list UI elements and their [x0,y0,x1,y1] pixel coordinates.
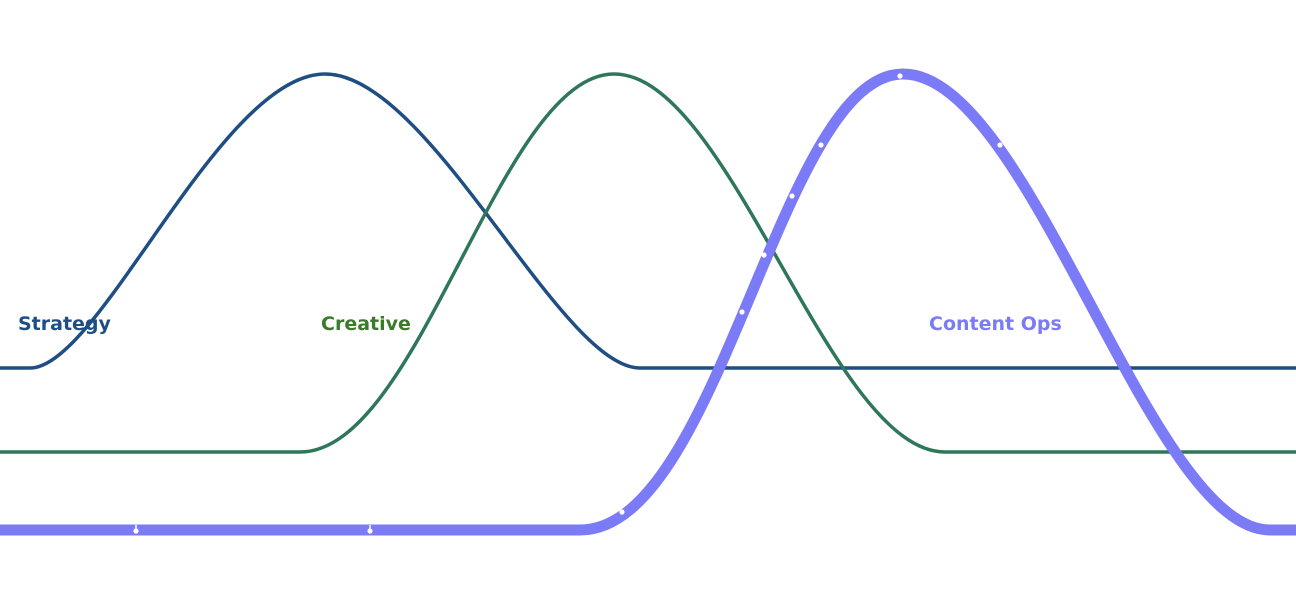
creative-curve [0,72,1296,454]
marker [619,509,625,515]
content-ops-markers [133,73,1066,534]
creative-label: Creative [321,313,411,335]
marker [789,193,795,199]
marker [367,525,373,534]
marker [1060,269,1066,275]
marker [761,252,767,258]
marker [133,525,139,534]
marker [897,73,903,79]
content-ops-curve [0,68,1296,536]
marker [818,142,824,148]
marker [997,142,1003,148]
strategy-curve [0,72,1296,370]
marker [739,309,745,315]
strategy-label: Strategy [18,313,112,335]
content-ops-label: Content Ops [929,313,1062,335]
